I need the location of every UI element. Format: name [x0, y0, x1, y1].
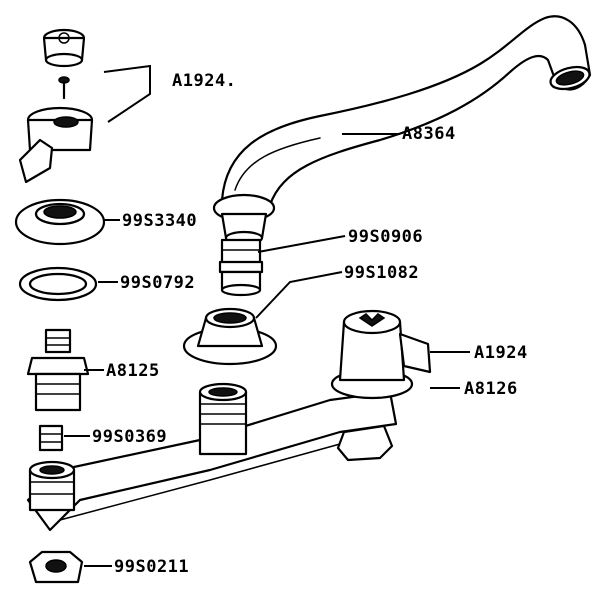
label-99s0211: 99S0211 [114, 557, 189, 577]
left-cap [42, 28, 86, 68]
part-99s1082 [182, 307, 278, 366]
spout-part [212, 15, 592, 246]
leader-lines [64, 64, 470, 567]
label-a8126: A8126 [464, 379, 518, 399]
label-a8364: A8364 [402, 124, 456, 144]
left-handle [18, 106, 94, 184]
label-a8125: A8125 [106, 361, 160, 381]
label-a1924-top: A1924. [172, 71, 236, 91]
screw [58, 76, 70, 100]
label-a1924-right: A1924 [474, 343, 528, 363]
label-99s0369: 99S0369 [92, 427, 167, 447]
label-99s0906: 99S0906 [348, 227, 423, 247]
part-99s0792 [18, 266, 98, 302]
part-99s0369 [38, 424, 64, 452]
label-99s3340: 99S3340 [122, 211, 197, 231]
label-99s0792: 99S0792 [120, 273, 195, 293]
part-99s0906 [218, 238, 264, 297]
part-99s0211 [28, 550, 84, 584]
part-99s3340 [14, 198, 106, 246]
faucet-body [26, 382, 398, 532]
label-99s1082: 99S1082 [344, 263, 419, 283]
right-handle-assembly [330, 309, 432, 400]
part-a8125 [26, 328, 90, 412]
